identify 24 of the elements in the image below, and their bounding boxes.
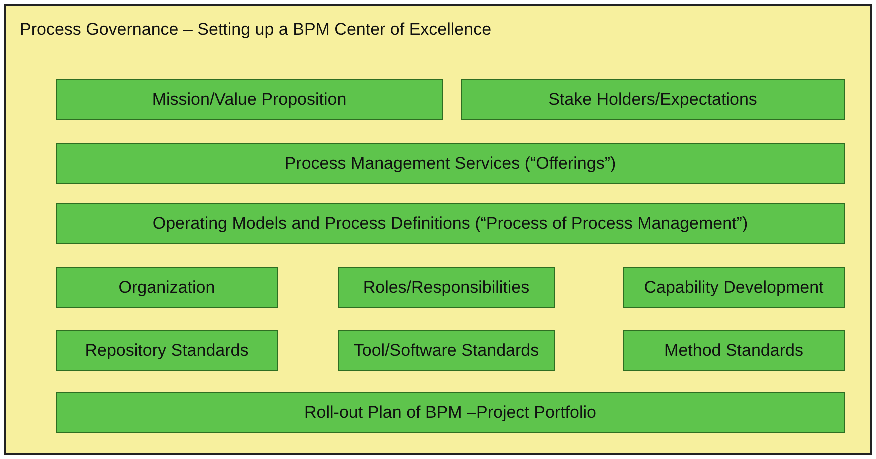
process-box xyxy=(56,203,845,244)
box-label: Method Standards xyxy=(664,340,804,360)
box-label: Operating Models and Process Definitions (“Process of Process Management”) xyxy=(152,214,748,234)
box-label: Tool/Software Standards xyxy=(354,340,540,360)
container-panel xyxy=(4,4,872,455)
process-box xyxy=(338,330,555,371)
box-label: Roles/Responsibilities xyxy=(363,278,530,298)
box-label: Mission/Value Proposition xyxy=(152,90,347,110)
box-label: Stake Holders/Expectations xyxy=(548,90,758,110)
process-box xyxy=(56,330,278,371)
process-box xyxy=(623,267,845,308)
panel-title: Process Governance – Setting up a BPM Center of Excellence xyxy=(20,20,492,40)
process-box xyxy=(338,267,555,308)
box-label: Capability Development xyxy=(644,278,824,298)
process-box xyxy=(56,267,278,308)
box-label: Roll-out Plan of BPM –Project Portfolio xyxy=(304,402,596,422)
box-label: Repository Standards xyxy=(85,340,249,360)
box-label: Process Management Services (“Offerings”) xyxy=(284,154,616,174)
process-box xyxy=(56,392,845,433)
process-box xyxy=(461,79,845,120)
process-box xyxy=(623,330,845,371)
process-box xyxy=(56,143,845,184)
process-box xyxy=(56,79,443,120)
box-label: Organization xyxy=(118,278,216,298)
